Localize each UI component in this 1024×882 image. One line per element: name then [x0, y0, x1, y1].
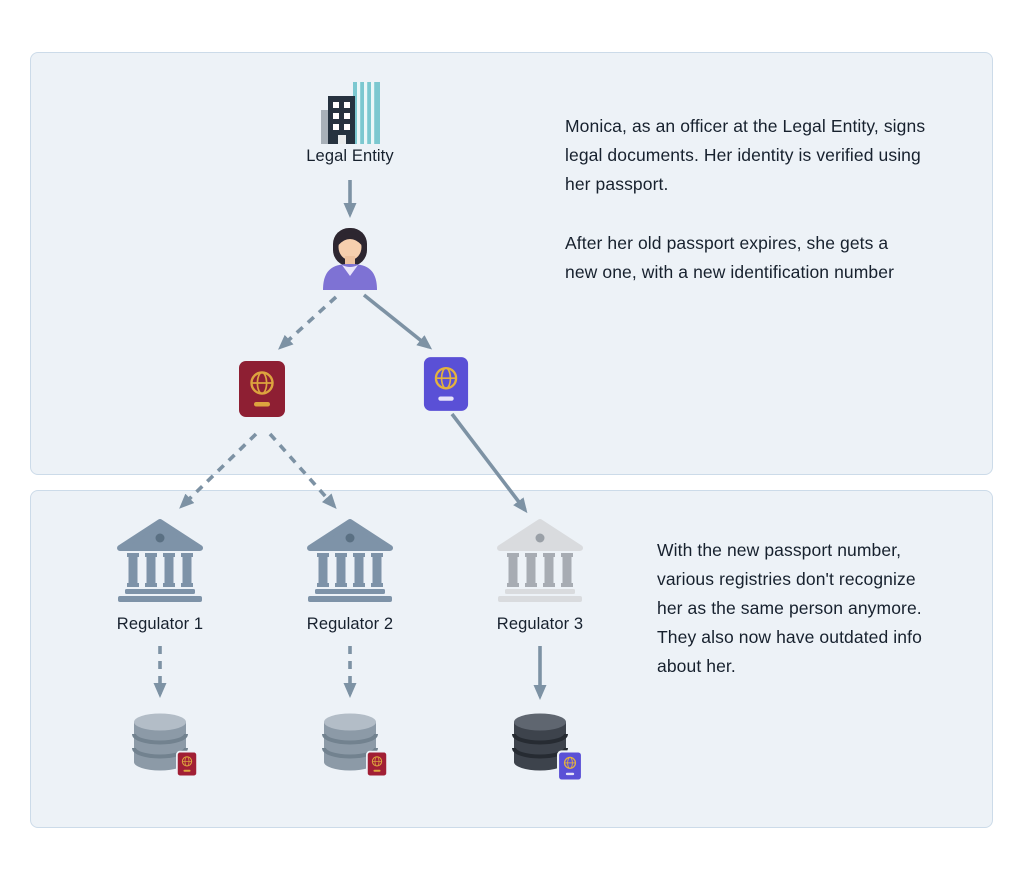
- top-annotation-paragraph-1: Monica, as an officer at the Legal Entit…: [565, 116, 926, 194]
- regulator-1-label: Regulator 1: [116, 615, 204, 633]
- regulator-3-label: Regulator 3: [496, 615, 584, 633]
- top-annotation-paragraph-2: After her old passport expires, she gets…: [565, 233, 895, 282]
- bottom-annotation-paragraph: With the new passport number, various re…: [657, 540, 922, 676]
- top-panel: [30, 52, 993, 475]
- legal-entity-label: Legal Entity: [306, 147, 394, 165]
- regulator-2-label: Regulator 2: [306, 615, 394, 633]
